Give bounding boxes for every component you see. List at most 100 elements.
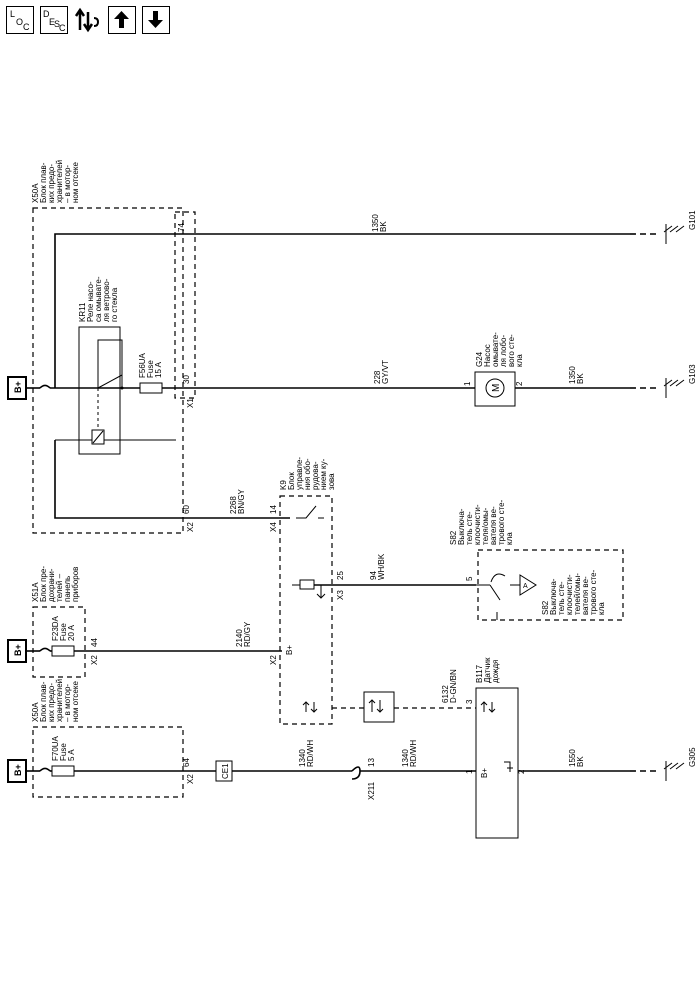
svg-text:X50A: X50A [31, 183, 40, 203]
svg-text:94: 94 [369, 571, 378, 580]
svg-text:1350: 1350 [568, 366, 577, 384]
svg-text:хранителей: хранителей [55, 160, 64, 203]
svg-text:BK: BK [576, 373, 585, 384]
svg-text:дохрани-: дохрани- [47, 568, 56, 602]
wire-2140-label: 2140 RD/GY [235, 621, 252, 647]
svg-text:Блок: Блок [287, 472, 296, 490]
ground-g305: G305 [663, 747, 697, 781]
x51a-label: X51A Блок пре- дохрани- телей – панель п… [31, 566, 80, 602]
svg-text:ния обо-: ния обо- [303, 458, 312, 490]
arrow-down-icon [148, 11, 163, 28]
power-source-top: B+ [7, 376, 27, 400]
wire-1550-label: 1550 BK [568, 749, 585, 767]
s82-amplifier-icon [519, 574, 537, 596]
description-button[interactable]: D E S C [40, 6, 68, 34]
svg-text:Блок плав-: Блок плав- [39, 681, 48, 722]
x50a-top-outline [32, 207, 184, 534]
svg-text:B+: B+ [13, 644, 23, 656]
loc-letter-c: C [23, 22, 30, 32]
svg-text:RD/WH: RD/WH [409, 740, 418, 767]
svg-text:GY/VT: GY/VT [381, 360, 390, 384]
kr11-label: KR11 Реле насо- са омывате- ля ветрово- … [78, 276, 119, 322]
svg-text:ном отсеке: ном отсеке [71, 681, 80, 722]
svg-text:клоочисти-: клоочисти- [473, 504, 482, 545]
arrow-up-button[interactable] [108, 6, 136, 34]
arrow-down-button[interactable] [142, 6, 170, 34]
svg-text:228: 228 [373, 370, 382, 384]
svg-text:M: M [491, 384, 502, 392]
desc-letter-e: E [49, 17, 56, 27]
svg-text:5 A: 5 A [67, 749, 76, 761]
svg-text:клоочисти-: клоочисти- [565, 574, 574, 615]
svg-text:са омывате-: са омывате- [94, 276, 103, 322]
svg-text:25: 25 [336, 571, 345, 580]
svg-text:B+: B+ [480, 768, 489, 778]
svg-text:BK: BK [576, 756, 585, 767]
svg-text:ких предо-: ких предо- [47, 164, 56, 203]
x50a-bottom-label: X50A Блок плав- ких предо- хранителей – … [31, 679, 80, 722]
svg-text:– в мотор-: – в мотор- [63, 684, 72, 722]
wire-2268-label: 2268 BN/GY [229, 488, 246, 514]
desc-letter-d: D [43, 9, 50, 19]
b117-label: B117 Датчик дождя [475, 657, 500, 683]
ground-symbol-icon [504, 761, 513, 772]
svg-text:14: 14 [269, 505, 278, 514]
svg-text:дождя: дождя [491, 660, 500, 683]
svg-text:74: 74 [177, 223, 186, 232]
location-button[interactable]: L O C [6, 6, 34, 34]
x1-connector-outline [174, 211, 196, 399]
svg-text:1340: 1340 [401, 749, 410, 767]
fuse-f70ua-label: F70UA Fuse 5 A [51, 735, 76, 761]
fuse-f23da-icon [51, 645, 75, 657]
svg-text:X4: X4 [269, 522, 278, 532]
s82-inner-label: S82 Выключа- тель сте- клоочисти- телей/… [541, 569, 606, 615]
x211-connector-icon [351, 766, 361, 780]
wire-94-label: 94 WH/BK [369, 553, 386, 580]
s82-switch-outline [477, 549, 624, 621]
svg-text:B+: B+ [285, 645, 294, 655]
g24-label: G24 Насос омывате- ля лобо- вого сте- кл… [475, 332, 524, 367]
svg-text:Реле насо-: Реле насо- [86, 281, 95, 322]
svg-text:D-GN/BN: D-GN/BN [449, 669, 458, 703]
k9-input-resistor-icon [299, 579, 315, 590]
x51a-outline [32, 606, 86, 678]
b117-sensor-box [475, 687, 519, 839]
svg-text:2: 2 [515, 381, 524, 386]
svg-text:RD/GY: RD/GY [243, 621, 252, 647]
svg-text:го стекла: го стекла [110, 287, 119, 322]
svg-text:G24: G24 [475, 351, 484, 367]
wire-1340-b-label: 1340 RD/WH [401, 740, 418, 767]
k9-module-outline [279, 495, 333, 725]
svg-text:кла: кла [597, 602, 606, 615]
ground-g103: G103 [663, 364, 697, 398]
svg-text:20 A: 20 A [67, 624, 76, 641]
svg-text:X2: X2 [186, 522, 195, 532]
svg-text:G103: G103 [688, 364, 697, 384]
svg-text:кла: кла [505, 532, 514, 545]
svg-text:S82: S82 [449, 530, 458, 545]
swap-arrows-icon[interactable] [74, 6, 102, 34]
svg-text:1550: 1550 [568, 749, 577, 767]
loc-letter-o: O [16, 17, 24, 27]
wire-1340-a-label: 1340 RD/WH [298, 740, 315, 767]
svg-text:5: 5 [465, 576, 474, 581]
svg-text:F70UA: F70UA [51, 735, 60, 761]
svg-text:15 A: 15 A [154, 361, 163, 378]
k9-data-arrows-icon [302, 701, 310, 712]
svg-text:Насос: Насос [483, 344, 492, 367]
desc-letter-s: S [54, 19, 61, 29]
svg-text:X1: X1 [186, 398, 195, 408]
svg-text:K9: K9 [279, 480, 288, 490]
svg-text:теля/омы-: теля/омы- [481, 507, 490, 545]
ground-g101: G101 [663, 210, 697, 244]
svg-text:тель сте-: тель сте- [465, 511, 474, 545]
svg-text:A: A [523, 583, 528, 590]
svg-text:RD/WH: RD/WH [306, 740, 315, 767]
svg-text:Датчик: Датчик [483, 657, 492, 683]
svg-text:телей –: телей – [55, 573, 64, 602]
svg-text:омывате-: омывате- [491, 332, 500, 367]
fuse-f23da-label: F23DA Fuse 20 A [51, 615, 76, 641]
fuse-f56ua-icon [139, 382, 163, 394]
svg-text:2140: 2140 [235, 629, 244, 647]
svg-text:CE1: CE1 [221, 763, 230, 779]
